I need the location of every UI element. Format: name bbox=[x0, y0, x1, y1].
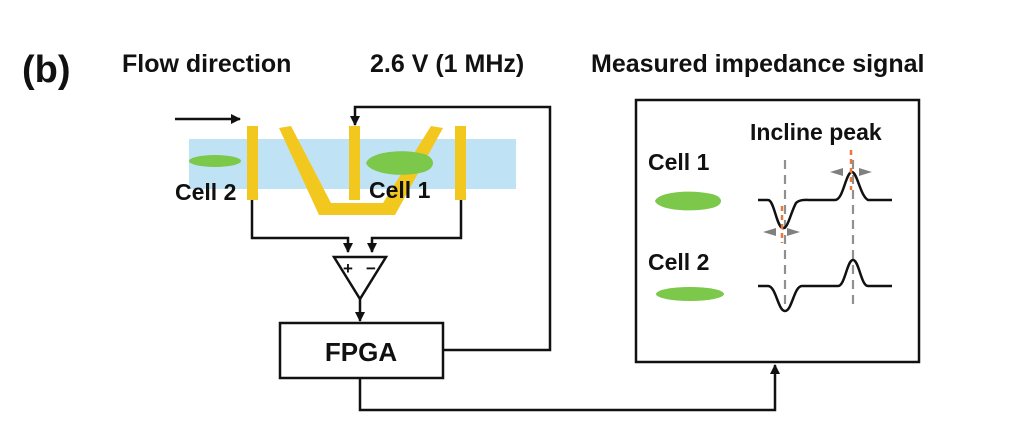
sense-wire-left bbox=[250, 200, 353, 253]
incline-peak-title: Incline peak bbox=[750, 119, 882, 145]
fpga-label: FPGA bbox=[325, 337, 397, 367]
electrode-center bbox=[349, 126, 360, 200]
signal-cell-2-shape bbox=[656, 287, 724, 301]
arrow-peak-left bbox=[830, 168, 843, 176]
chip-cell-2-label: Cell 2 bbox=[175, 179, 236, 205]
arrow-peak-right bbox=[859, 168, 872, 176]
cell-2-in-channel bbox=[189, 155, 241, 167]
signal-cell-1-shape bbox=[655, 191, 721, 211]
signal-trace-cell-1 bbox=[758, 170, 892, 230]
electrode-right bbox=[455, 126, 466, 200]
flow-direction-header: Flow direction bbox=[122, 50, 291, 78]
electrode-left bbox=[247, 126, 258, 200]
signal-trace-cell-2 bbox=[758, 258, 892, 313]
excitation-wire bbox=[350, 105, 552, 352]
amp-plus-sign: + bbox=[343, 259, 353, 278]
arrow-dip-left bbox=[763, 228, 776, 236]
electrode-common-u bbox=[279, 126, 443, 215]
measured-signal-header: Measured impedance signal bbox=[591, 50, 924, 78]
electrode-group bbox=[247, 126, 466, 215]
signal-cell-1-label: Cell 1 bbox=[648, 149, 710, 175]
fpga-to-signal-wire bbox=[358, 364, 780, 412]
voltage-header: 2.6 V (1 MHz) bbox=[370, 50, 524, 78]
signal-cell-2-label: Cell 2 bbox=[648, 249, 709, 275]
panel-label: (b) bbox=[22, 49, 71, 91]
arrow-dip-right bbox=[787, 228, 800, 236]
chip-cell-1-label: Cell 1 bbox=[369, 177, 431, 203]
signal-box bbox=[634, 98, 921, 364]
amp-minus-sign: − bbox=[366, 259, 376, 278]
fpga-box bbox=[278, 321, 445, 380]
differential-amplifier bbox=[331, 255, 389, 302]
cell-1-in-channel bbox=[366, 151, 433, 175]
sense-wire-right bbox=[367, 200, 463, 253]
